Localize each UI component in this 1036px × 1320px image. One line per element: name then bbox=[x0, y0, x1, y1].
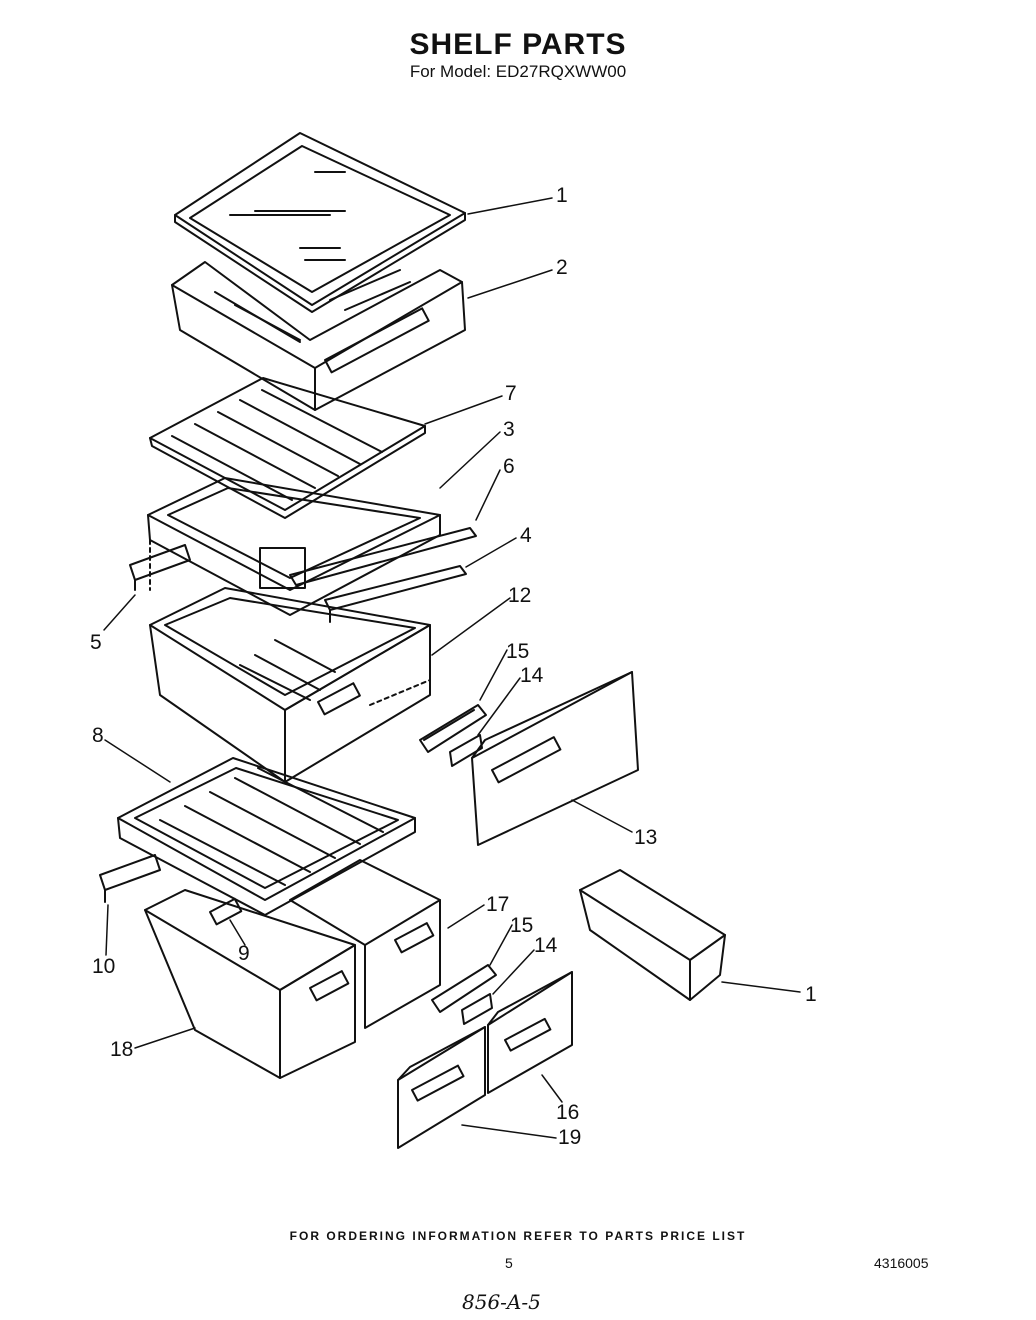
part-16-front-panel bbox=[487, 971, 573, 1094]
leader-14b bbox=[492, 949, 535, 995]
leader-19 bbox=[461, 1124, 557, 1139]
leader-8 bbox=[104, 739, 171, 783]
callout-18-bin: 18 bbox=[110, 1038, 134, 1061]
ordering-note: FOR ORDERING INFORMATION REFER TO PARTS … bbox=[289, 1229, 747, 1243]
leader-lines bbox=[103, 197, 801, 1139]
callout-13-drawer-front: 13 bbox=[634, 826, 658, 849]
part-3-shelf-frame bbox=[147, 477, 441, 616]
leader-1b bbox=[721, 981, 801, 993]
callout-6-rail: 6 bbox=[503, 455, 515, 478]
page-title: SHELF PARTS bbox=[409, 28, 627, 61]
leader-16 bbox=[541, 1074, 563, 1103]
leader-15b bbox=[489, 924, 513, 966]
leader-17 bbox=[447, 904, 485, 929]
page-number: 5 bbox=[505, 1255, 513, 1271]
document-number: 4316005 bbox=[874, 1255, 929, 1271]
callout-17-bin: 17 bbox=[486, 893, 510, 916]
part-4-rail bbox=[324, 565, 467, 623]
part-7-shelf-insert bbox=[149, 377, 426, 519]
callout-9-clip: 9 bbox=[238, 942, 250, 965]
leader-3 bbox=[439, 431, 501, 489]
leader-1a bbox=[467, 197, 553, 215]
callout-5-rail: 5 bbox=[90, 631, 102, 654]
part-15-bracket-upper bbox=[419, 704, 487, 753]
part-6-rail bbox=[289, 527, 477, 586]
part-14-bracket-lower bbox=[461, 993, 493, 1025]
leader-2 bbox=[467, 269, 553, 299]
callout-19-front-panel: 19 bbox=[558, 1126, 582, 1149]
callout-8-lower-shelf: 8 bbox=[92, 724, 104, 747]
part-1-door-bin bbox=[579, 869, 726, 1001]
callout-15-bracket-lower: 15 bbox=[510, 914, 534, 937]
leader-13 bbox=[571, 799, 633, 833]
leader-15a bbox=[479, 649, 508, 701]
part-10-rail bbox=[99, 854, 161, 903]
part-2-pan bbox=[171, 261, 466, 411]
model-subtitle: For Model: ED27RQXWW00 bbox=[409, 62, 627, 81]
part-5-rail bbox=[129, 544, 191, 591]
part-18-bin bbox=[144, 889, 356, 1079]
part-8-lower-shelf bbox=[117, 757, 416, 916]
leader-10 bbox=[105, 904, 109, 956]
leader-4 bbox=[465, 537, 517, 568]
callout-4-rail: 4 bbox=[520, 524, 532, 547]
callout-1-door-bin: 1 bbox=[805, 983, 817, 1006]
handwritten-annotation: 856-A-5 bbox=[462, 1290, 541, 1314]
callout-14-bracket-upper: 14 bbox=[520, 664, 544, 687]
part-17-bin bbox=[289, 859, 441, 1029]
part-13-drawer-front bbox=[471, 671, 639, 846]
callout-15-bracket-upper: 15 bbox=[506, 640, 530, 663]
callout-16-front-panel: 16 bbox=[556, 1101, 580, 1124]
part-19-front-panel bbox=[397, 1026, 486, 1149]
callout-2-pan: 2 bbox=[556, 256, 568, 279]
callout-7-shelf-insert: 7 bbox=[505, 382, 517, 405]
part-12-drawer bbox=[149, 587, 431, 783]
part-9-clip bbox=[209, 897, 243, 926]
leader-6 bbox=[475, 469, 501, 521]
callout-14-bracket-lower: 14 bbox=[534, 934, 558, 957]
leader-7 bbox=[424, 395, 503, 425]
callout-3-shelf-frame: 3 bbox=[503, 418, 515, 441]
leader-5 bbox=[103, 594, 136, 631]
callout-10-rail: 10 bbox=[92, 955, 116, 978]
part-14-bracket-upper bbox=[449, 734, 483, 767]
callout-1-glass-cover: 1 bbox=[556, 184, 568, 207]
part-1-glass-cover bbox=[174, 132, 466, 313]
part-15-bracket-lower bbox=[431, 964, 497, 1013]
leader-9 bbox=[229, 919, 246, 946]
leader-14a bbox=[477, 677, 521, 736]
callout-12-drawer: 12 bbox=[508, 584, 532, 607]
leader-18 bbox=[134, 1027, 196, 1049]
leader-12 bbox=[431, 597, 511, 656]
